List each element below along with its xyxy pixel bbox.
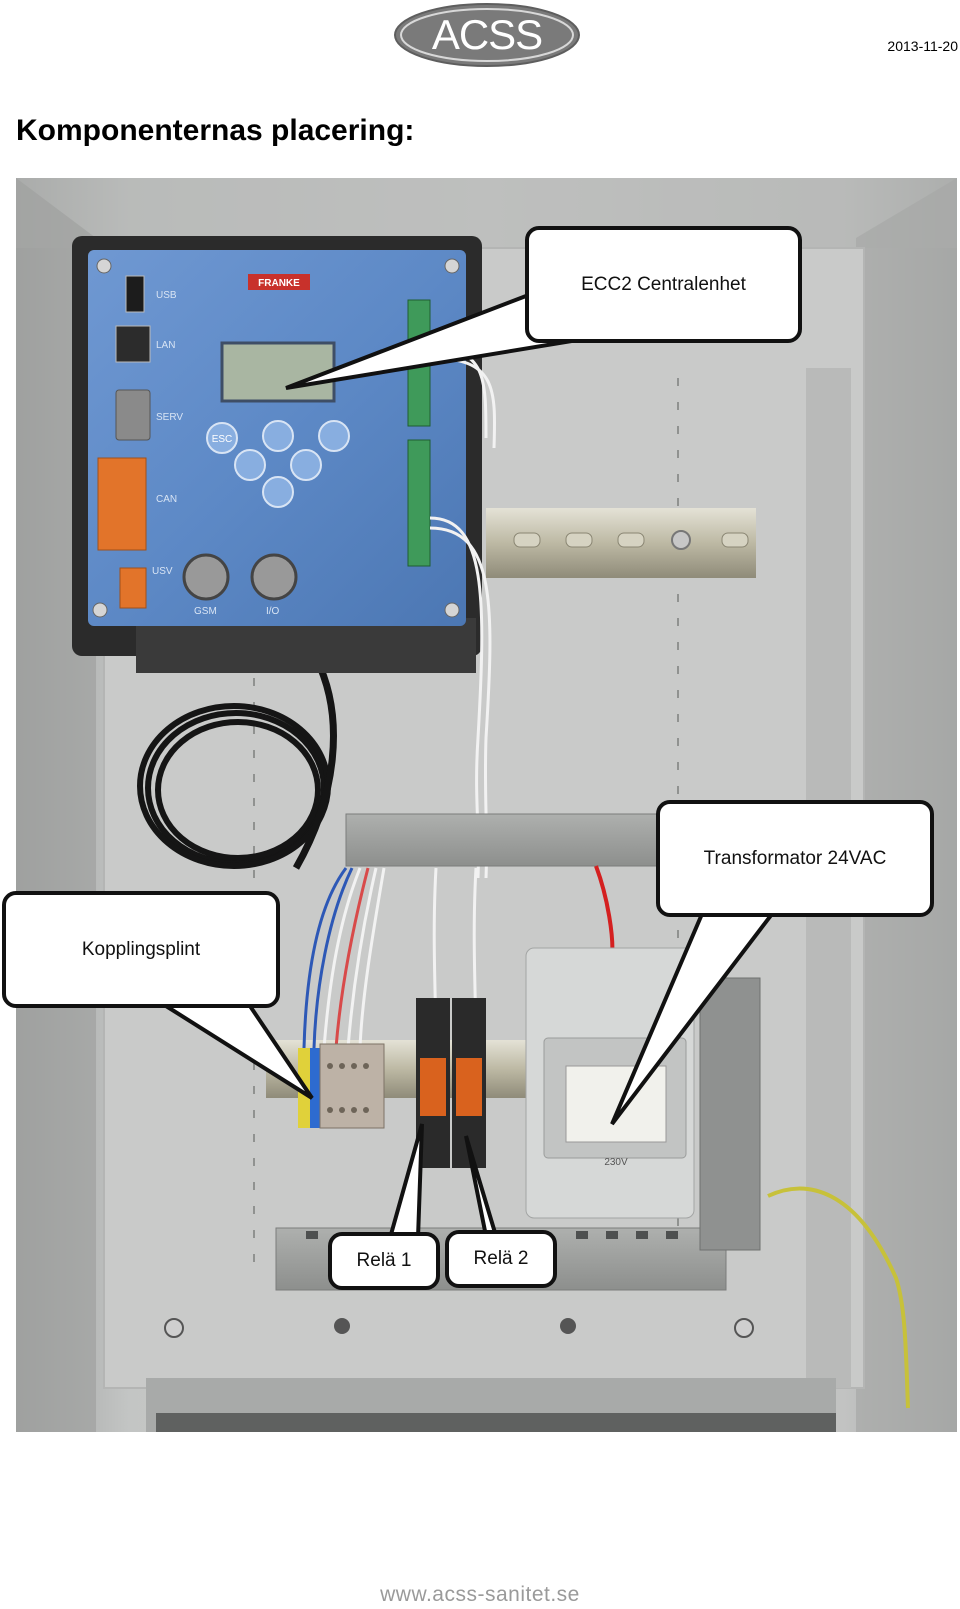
callout-relay2: Relä 2 xyxy=(445,1230,557,1288)
transformer: 230V xyxy=(525,947,695,1219)
usb-port xyxy=(125,275,145,313)
usv-connector xyxy=(119,567,147,609)
serv-port xyxy=(115,389,151,441)
callout-central-unit: ECC2 Centralenhet xyxy=(525,226,802,343)
gsm-port xyxy=(182,553,230,601)
port-label-usv: USV xyxy=(152,566,173,577)
callout-relay1: Relä 1 xyxy=(328,1232,440,1290)
port-label-gsm: GSM xyxy=(194,606,217,617)
ecc2-unit: FRANKE USB LAN SERV CAN USV GSM I/O xyxy=(72,236,482,673)
keypad xyxy=(206,420,350,508)
can-connector xyxy=(97,457,147,551)
cabinet-photo: FRANKE USB LAN SERV CAN USV GSM I/O xyxy=(16,178,957,1432)
cabinet-illustration: FRANKE USB LAN SERV CAN USV GSM I/O xyxy=(16,178,957,1432)
footer-url: www.acss-sanitet.se xyxy=(380,1583,580,1606)
logo-text: ACSS xyxy=(431,11,543,58)
transformer-voltage-label: 230V xyxy=(604,1157,628,1168)
port-label-usb: USB xyxy=(156,290,177,301)
terminal-block xyxy=(298,1043,385,1129)
port-label-serv: SERV xyxy=(156,412,183,423)
port-label-lan: LAN xyxy=(156,340,175,351)
callout-terminal-block: Kopplingsplint xyxy=(2,891,280,1008)
relays xyxy=(416,998,486,1168)
esc-key-label: ESC xyxy=(212,434,233,445)
callout-transformer: Transformator 24VAC xyxy=(656,800,934,917)
port-label-can: CAN xyxy=(156,494,177,505)
port-label-io: I/O xyxy=(266,606,280,617)
lan-port xyxy=(115,325,151,363)
acss-logo: ACSS xyxy=(393,2,581,68)
brand-label: FRANKE xyxy=(258,278,300,289)
io-port xyxy=(250,553,298,601)
document-date: 2013-11-20 xyxy=(887,38,958,54)
page-title: Komponenternas placering: xyxy=(16,114,415,147)
